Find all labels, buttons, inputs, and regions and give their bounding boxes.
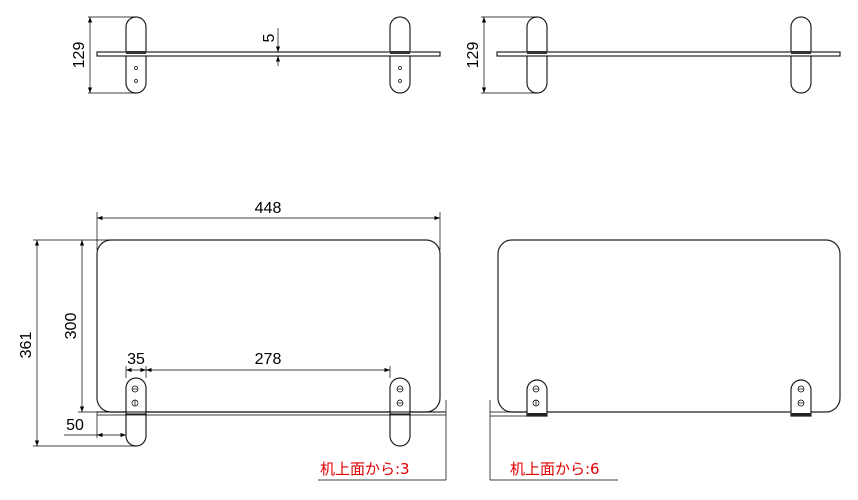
desk-height-note-3: 机上面から:3 — [320, 460, 410, 478]
screws — [131, 385, 404, 407]
top-view-left: 129 5 — [71, 16, 441, 94]
bracket-left — [526, 379, 548, 417]
dimension-35: 35 — [127, 351, 145, 368]
front-view-left: 448 300 361 35 278 50 机上面から:3 — [18, 200, 447, 481]
dimension-448: 448 — [255, 200, 282, 217]
dimension-129-right: 129 — [465, 42, 482, 69]
panel — [96, 239, 441, 413]
board-edge — [96, 51, 441, 57]
top-view-right: 129 — [465, 16, 841, 94]
panel — [497, 239, 841, 413]
front-view-right: 机上面から:6 — [489, 239, 841, 481]
dimension-50: 50 — [66, 417, 84, 434]
dimension-278: 278 — [255, 351, 282, 368]
dimension-5: 5 — [261, 33, 278, 42]
dimension-361: 361 — [18, 332, 35, 359]
bracket-right — [790, 379, 812, 417]
desk-height-note-6: 机上面から:6 — [510, 460, 600, 478]
dimension-129: 129 — [71, 42, 88, 69]
dimension-300: 300 — [63, 313, 80, 340]
